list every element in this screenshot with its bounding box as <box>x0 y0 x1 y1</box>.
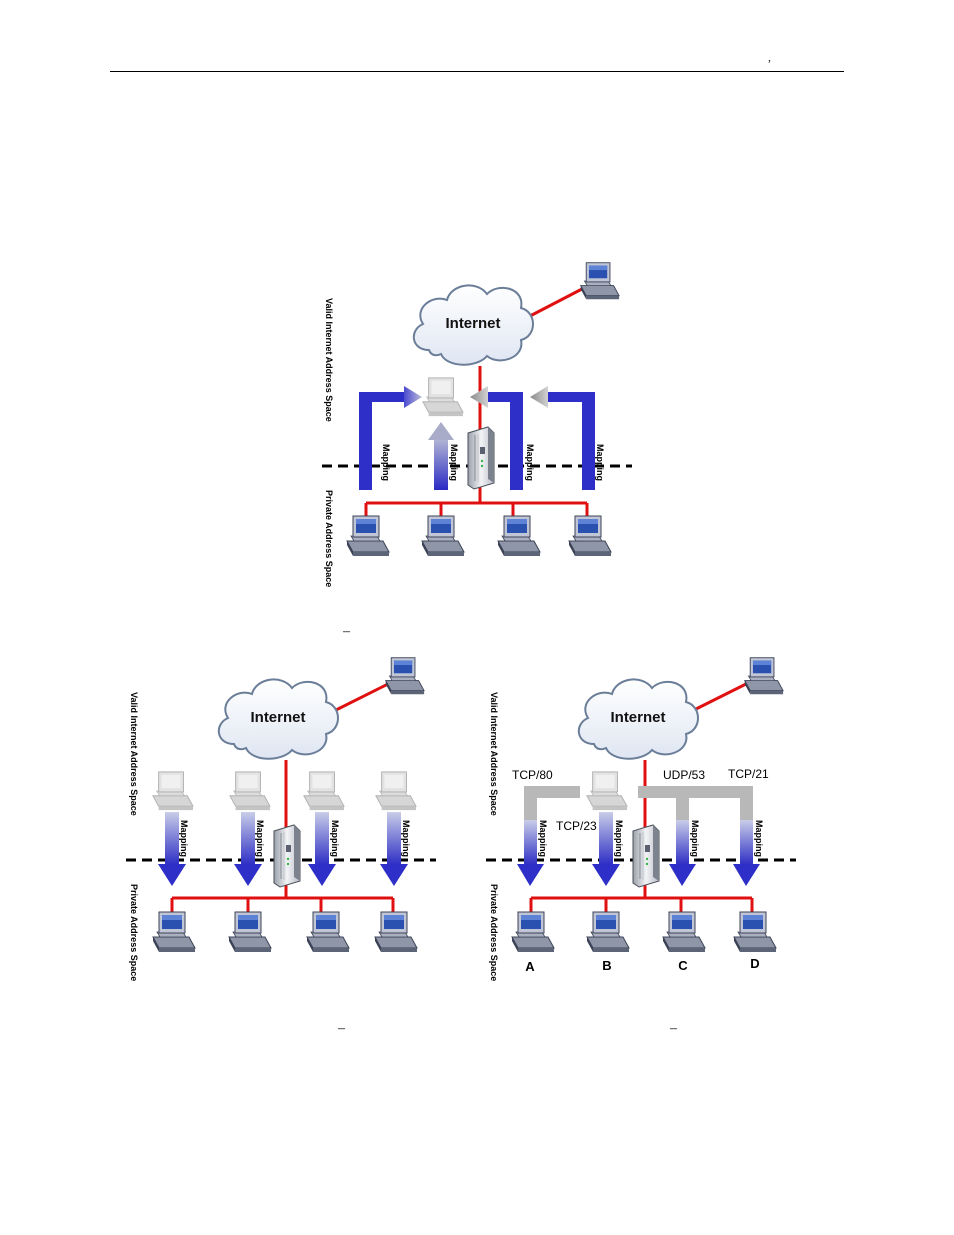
figure-nat-one-to-many: Internet Valid Internet Address Space Pr… <box>322 262 632 587</box>
mapping-label: Mapping <box>754 820 764 857</box>
mapping-label: Mapping <box>690 820 700 857</box>
internet-label: Internet <box>445 315 500 332</box>
host-label-b: B <box>602 958 611 973</box>
mapping-label: Mapping <box>330 820 340 857</box>
lan-host-icon <box>662 911 706 953</box>
internet-label: Internet <box>250 709 305 726</box>
private-space-label: Private Address Space <box>489 884 499 981</box>
lan-host-icon <box>228 911 272 953</box>
public-address-icon <box>422 377 464 417</box>
lan-host-icon <box>568 515 612 557</box>
figure-caption-top: – <box>343 624 350 639</box>
private-space-label: Private Address Space <box>129 884 139 981</box>
remote-host-icon <box>744 657 784 695</box>
public-address-icon <box>152 771 194 811</box>
lan-host-icon <box>511 911 555 953</box>
remote-host-icon <box>385 657 425 695</box>
valid-space-label: Valid Internet Address Space <box>324 298 334 422</box>
public-address-icon <box>303 771 345 811</box>
lan-host-icon <box>152 911 196 953</box>
host-label-d: D <box>750 956 759 971</box>
host-label-a: A <box>525 959 535 974</box>
remote-host-icon <box>580 262 620 300</box>
mapping-arrows <box>359 386 595 490</box>
lan-host-icon <box>733 911 777 953</box>
port-label-tcp23: TCP/23 <box>556 819 597 833</box>
mapping-label: Mapping <box>525 444 535 481</box>
mapping-label: Mapping <box>255 820 265 857</box>
figure-nat-one-to-one: Internet Valid Internet Address Space Pr… <box>126 657 436 981</box>
internet-label: Internet <box>610 709 665 726</box>
figure-caption-bottom-left: – <box>338 1021 345 1036</box>
lan-host-icon <box>586 911 630 953</box>
header-rule <box>110 71 844 72</box>
mapping-label: Mapping <box>595 444 605 481</box>
header-mark: , <box>768 50 771 64</box>
host-label-c: C <box>678 958 688 973</box>
router-icon <box>273 824 301 888</box>
figure-nat-port-mapping: Internet TCP/80 TCP/23 UDP/53 TCP/21 A B… <box>486 657 796 981</box>
figure-caption-bottom-right: – <box>670 1021 677 1036</box>
valid-space-label: Valid Internet Address Space <box>489 692 499 816</box>
mapping-label: Mapping <box>381 444 391 481</box>
lan-host-icon <box>421 515 465 557</box>
mapping-label: Mapping <box>538 820 548 857</box>
mapping-label: Mapping <box>614 820 624 857</box>
port-label-tcp80: TCP/80 <box>512 768 553 782</box>
mapping-label: Mapping <box>179 820 189 857</box>
valid-space-label: Valid Internet Address Space <box>129 692 139 816</box>
public-address-icon <box>586 771 628 811</box>
mapping-arrows <box>158 812 408 886</box>
lan-host-icon <box>497 515 541 557</box>
router-icon <box>467 426 495 490</box>
router-icon <box>632 824 660 888</box>
lan-host-icon <box>346 515 390 557</box>
mapping-label: Mapping <box>401 820 411 857</box>
port-label-udp53: UDP/53 <box>663 768 705 782</box>
mapping-label: Mapping <box>449 444 459 481</box>
lan-host-icon <box>374 911 418 953</box>
port-label-tcp21: TCP/21 <box>728 767 769 781</box>
public-address-icon <box>375 771 417 811</box>
lan-host-icon <box>306 911 350 953</box>
public-address-icon <box>229 771 271 811</box>
port-mapping-arrows <box>517 786 760 886</box>
private-space-label: Private Address Space <box>324 490 334 587</box>
